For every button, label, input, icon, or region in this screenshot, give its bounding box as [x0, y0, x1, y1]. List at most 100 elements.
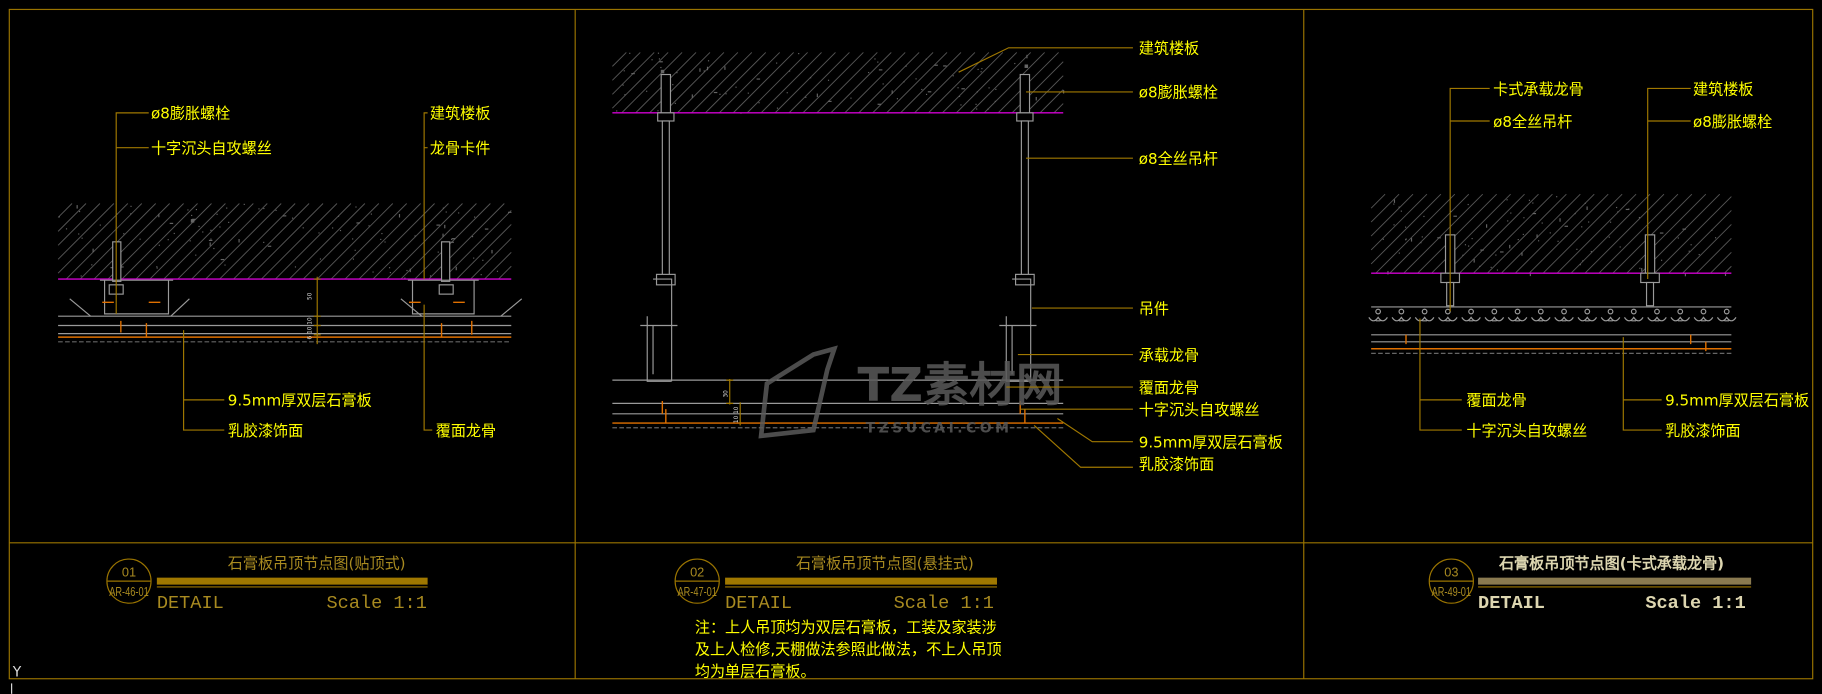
aggregate-speck [191, 214, 193, 217]
aggregate-speck [1581, 226, 1583, 228]
aggregate-speck [243, 203, 245, 205]
aggregate-speck [891, 90, 893, 94]
aggregate-speck [210, 238, 212, 240]
aggregate-speck [1507, 220, 1509, 222]
aggregate-speck [458, 212, 460, 214]
sheet-reference: AR-46-01 [109, 584, 149, 599]
hatch-line [1487, 193, 1567, 274]
aggregate-speck [882, 83, 884, 85]
floor-slab-hatch [612, 52, 1065, 114]
aggregate-speck [657, 110, 659, 112]
hatch-line [219, 203, 296, 280]
aggregate-speck [1549, 232, 1551, 234]
aggregate-speck [451, 238, 456, 240]
hatch-line [858, 52, 920, 114]
detail-label: DETAIL [725, 593, 792, 614]
aggregate-speck [444, 224, 446, 229]
hatch-line [802, 52, 864, 114]
hatch-line [774, 52, 836, 114]
keel-profile [1414, 316, 1435, 322]
aggregate-speck [1684, 272, 1686, 277]
aggregate-speck [496, 270, 499, 272]
aggregate-speck [1506, 199, 1508, 201]
carrier-channel [646, 316, 1031, 382]
aggregate-speck [318, 232, 320, 234]
aggregate-speck [921, 88, 923, 91]
detail-title: 石膏板吊顶节点图(卡式承载龙骨) [1498, 554, 1724, 572]
aggregate-speck [672, 84, 674, 86]
aggregate-speck [123, 233, 125, 235]
threaded-rod [661, 120, 670, 285]
aggregate-speck [1495, 254, 1497, 256]
aggregate-speck [903, 81, 905, 83]
expansion-bolt [660, 73, 672, 114]
aggregate-speck [471, 236, 474, 238]
aggregate-speck [925, 93, 928, 95]
hatch-line [1370, 193, 1442, 265]
aggregate-speck [915, 78, 917, 80]
ucs-axis-icon: Y [11, 664, 22, 694]
hatch-line [732, 52, 794, 114]
aggregate-speck [703, 70, 705, 72]
aggregate-speck [1468, 245, 1470, 247]
note-line: 及上人检修,天棚做法参照此做法，不上人吊顶 [695, 640, 1002, 658]
aggregate-speck [406, 269, 408, 272]
aggregate-speck [1517, 238, 1519, 241]
aggregate-speck [398, 213, 401, 218]
aggregate-speck [631, 73, 635, 75]
hatch-line [942, 52, 1004, 114]
aggregate-speck [1536, 234, 1538, 238]
aggregate-speck [827, 79, 830, 81]
callout-label: 乳胶漆饰面 [1665, 422, 1740, 440]
aggregate-speck [238, 239, 240, 243]
aggregate-speck [786, 92, 788, 94]
aggregate-speck [1661, 259, 1663, 261]
scale-label: Scale 1:1 [1645, 593, 1745, 614]
hatch-line [718, 52, 781, 114]
aggregate-speck [356, 222, 360, 224]
hatch-line [969, 52, 1032, 114]
aggregate-speck [1638, 216, 1641, 219]
dimension-text: 30 [723, 390, 729, 398]
aggregate-speck [1579, 264, 1581, 266]
aggregate-speck [1467, 203, 1469, 206]
card-carrier-keel [1368, 308, 1737, 322]
keel-profile [1531, 316, 1551, 322]
aggregate-speck [213, 247, 215, 250]
aggregate-speck [1405, 239, 1407, 241]
aggregate-speck [209, 242, 211, 246]
hatch-line [1370, 193, 1400, 223]
keel-hole [1561, 308, 1567, 315]
aggregate-speck [1682, 228, 1686, 230]
hatch-line [621, 52, 683, 114]
aggregate-speck [1616, 206, 1618, 209]
aggregate-speck [934, 64, 938, 66]
leader-line [1057, 417, 1133, 443]
hatch-line [205, 203, 282, 280]
hatch-line [414, 203, 491, 280]
callout-label: 龙骨卡件 [430, 140, 490, 158]
hatch-line [1584, 193, 1665, 274]
leader-line [423, 304, 433, 431]
aggregate-speck [874, 58, 876, 60]
aggregate-speck [81, 237, 83, 239]
aggregate-speck [1617, 211, 1619, 213]
hatch-line [830, 52, 892, 114]
detail-label: DETAIL [1478, 593, 1545, 614]
hatch-line [900, 52, 962, 114]
aggregate-speck [756, 78, 761, 80]
aggregate-speck [724, 66, 726, 70]
hatch-line [428, 203, 505, 280]
callout-label: 9.5mm厚双层石膏板 [228, 392, 372, 410]
aggregate-speck [1393, 224, 1395, 226]
aggregate-speck [291, 217, 294, 219]
aggregate-speck [699, 68, 701, 72]
hatch-line [163, 203, 240, 280]
aggregate-speck [1698, 253, 1700, 256]
aggregate-speck [1688, 250, 1690, 252]
aggregate-speck [92, 248, 94, 253]
callout-label: ø8全丝吊杆 [1139, 150, 1218, 168]
keel-hole [1630, 308, 1637, 315]
aggregate-speck [258, 208, 260, 210]
